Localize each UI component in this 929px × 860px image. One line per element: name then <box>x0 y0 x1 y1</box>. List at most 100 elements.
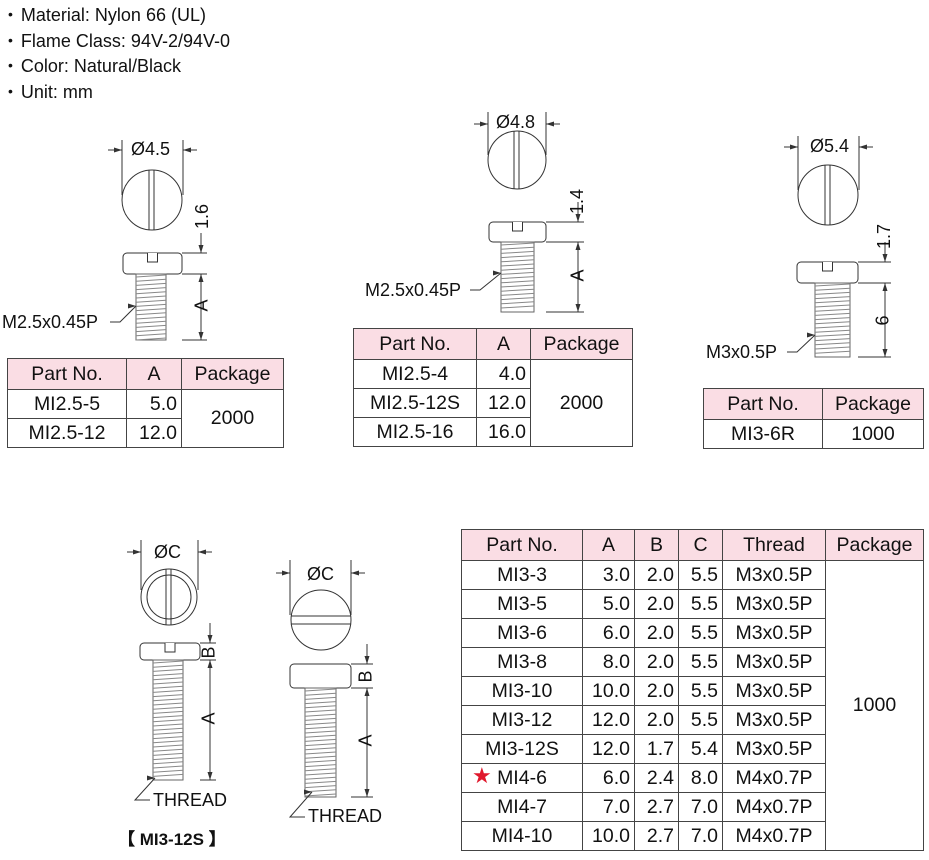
thread-line <box>304 713 337 717</box>
c-value: 5.4 <box>678 734 723 764</box>
col-package: Package <box>181 358 284 390</box>
thread-line <box>304 785 337 789</box>
dimension-arrow-icon <box>882 349 888 357</box>
thread: M3x0.5P <box>722 676 826 706</box>
thread-line <box>304 701 337 705</box>
thread-line <box>500 242 535 246</box>
dimension-arrow-icon <box>198 245 204 253</box>
thread-line <box>135 299 167 303</box>
part-no: MI3-6R <box>703 419 823 449</box>
thread-line <box>500 263 535 267</box>
part-no-text: MI4-7 <box>497 795 547 818</box>
a-value: 12.0 <box>582 705 635 735</box>
part-no: MI2.5-5 <box>7 389 127 419</box>
thread-line <box>304 772 337 776</box>
dimension-arrow-icon <box>183 147 191 153</box>
a-value: 12.0 <box>126 418 182 448</box>
b-value: 2.4 <box>634 763 679 793</box>
screw-head-ring <box>146 574 192 620</box>
dimension-arrow-icon <box>575 304 581 312</box>
thread-line <box>814 283 851 287</box>
thread-line <box>304 738 337 742</box>
d1-length: A <box>191 299 212 312</box>
thread-line <box>135 282 167 286</box>
dimension-arrow-icon <box>364 789 370 797</box>
d1-head-height: 1.6 <box>192 203 213 230</box>
spec-list: Material: Nylon 66 (UL) Flame Class: 94V… <box>8 2 230 104</box>
b-value: 2.0 <box>634 705 679 735</box>
thread: M4x0.7P <box>722 792 826 822</box>
table-mi25-a: Part No. A Package MI2.5-5 5.0 2000 MI2.… <box>7 358 284 448</box>
table-mi25-b: Part No. A Package MI2.5-4 4.0 2000 MI2.… <box>353 328 633 447</box>
dimension-arrow-icon <box>480 121 488 127</box>
col-thread: Thread <box>722 529 826 561</box>
thread-line <box>814 342 851 346</box>
thread-line <box>135 316 167 320</box>
part-no: MI2.5-12S <box>353 388 477 418</box>
thread-line <box>152 731 184 735</box>
table-row: MI2.5-12S 12.0 <box>353 388 633 418</box>
d4-head-height: B <box>198 646 219 659</box>
thread-line <box>304 705 337 709</box>
thread-line <box>152 748 184 752</box>
thread-line <box>135 337 167 341</box>
b-value: 2.7 <box>634 792 679 822</box>
leader-line <box>470 272 502 291</box>
part-no-text: MI3-6 <box>497 621 547 644</box>
thread-line <box>500 288 535 292</box>
thread-line <box>500 292 535 296</box>
c-value: 5.5 <box>678 705 723 735</box>
thread-line <box>814 325 851 329</box>
b-value: 2.7 <box>634 821 679 851</box>
a-value: 10.0 <box>582 676 635 706</box>
d2-length: A <box>567 269 588 282</box>
thread-line <box>152 706 184 710</box>
thread-line <box>135 312 167 316</box>
star-icon: ★ <box>472 763 492 788</box>
spec-color: Color: Natural/Black <box>8 53 230 79</box>
d3-head-height: 1.7 <box>874 223 895 250</box>
thread-body <box>304 687 337 798</box>
thread-line <box>152 736 184 740</box>
thread-line <box>814 296 851 300</box>
thread-line <box>814 291 851 295</box>
thread-line <box>304 709 337 713</box>
screw-head-side-view <box>289 663 352 689</box>
a-value: 5.0 <box>582 589 635 619</box>
thread: M3x0.5P <box>722 705 826 735</box>
part-no-text: MI3-8 <box>497 650 547 673</box>
thread: M3x0.5P <box>722 618 826 648</box>
dimension-arrow-icon <box>198 332 204 340</box>
thread-line <box>135 291 167 295</box>
thread-line <box>500 297 535 301</box>
part-no: MI3-3 <box>461 560 583 590</box>
thread-line <box>814 312 851 316</box>
thread-line <box>152 715 184 719</box>
leader-arrow-icon <box>147 775 155 781</box>
a-value: 10.0 <box>582 821 635 851</box>
leader-line <box>133 777 156 801</box>
col-a: A <box>126 358 182 390</box>
screw-head-top-view <box>797 164 859 226</box>
thread-line <box>304 696 337 700</box>
d3-length: 6 <box>872 315 893 326</box>
d2-head-height: 1.4 <box>567 188 588 215</box>
thread-line <box>304 768 337 772</box>
thread-line <box>304 751 337 755</box>
part-no-text: MI4-6 <box>497 766 547 789</box>
thread-line <box>135 278 167 282</box>
thread-line <box>135 329 167 333</box>
c-value: 7.0 <box>678 821 723 851</box>
thread-line <box>814 287 851 291</box>
part-no-text: MI4-10 <box>491 824 553 847</box>
thread-line <box>814 317 851 321</box>
a-value: 12.0 <box>582 734 635 764</box>
thread-line <box>814 338 851 342</box>
c-value: 8.0 <box>678 763 723 793</box>
c-value: 5.5 <box>678 618 723 648</box>
a-value: 6.0 <box>582 763 635 793</box>
